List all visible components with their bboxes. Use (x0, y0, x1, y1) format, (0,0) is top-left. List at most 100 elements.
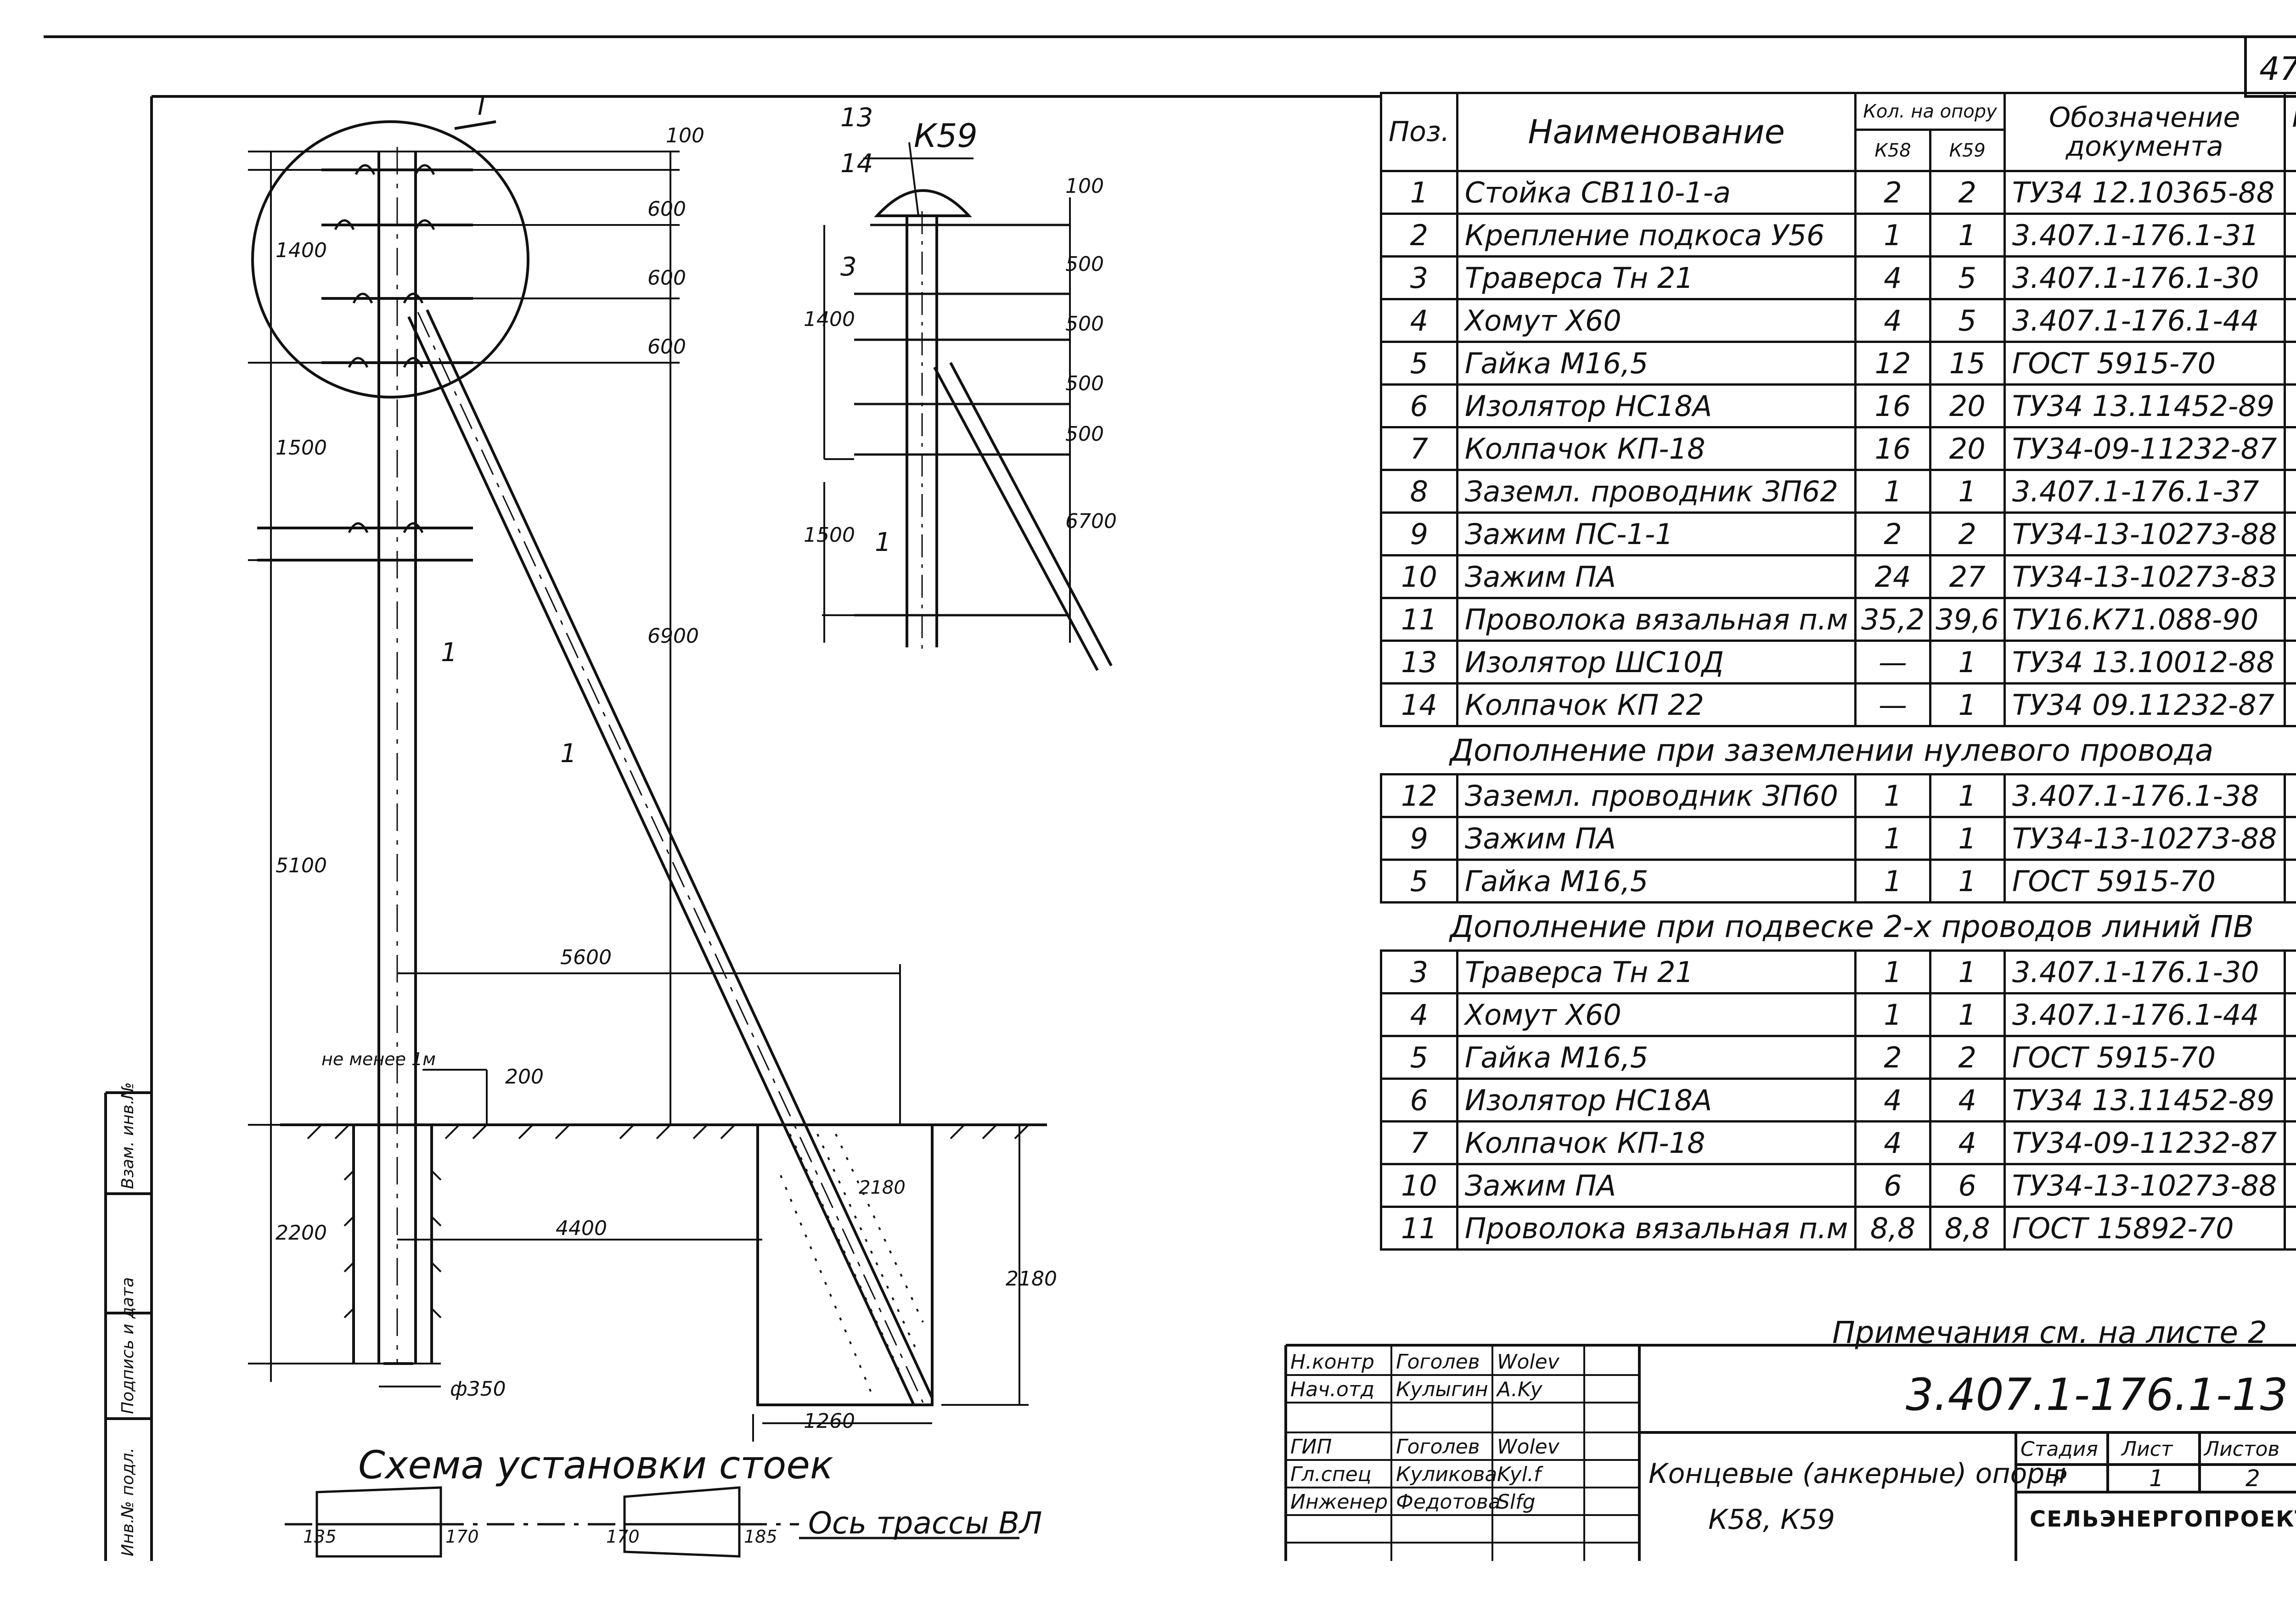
cell-pos: 10 (1380, 554, 1458, 599)
cell-k59: 4 (1929, 1120, 2006, 1165)
dim-top-lines (248, 151, 680, 1382)
dim-200 (422, 1069, 488, 1125)
cell-pos: 7 (1380, 426, 1458, 471)
cell-k58: 1 (1854, 859, 1931, 904)
cell-pos: 5 (1380, 859, 1458, 904)
scheme-dim-135: 135 (303, 1527, 337, 1547)
side-stamp-3: Взам. инв.№ (118, 1082, 137, 1189)
cell-k59: 5 (1929, 255, 2006, 300)
title-line1: Концевые (анкерные) опоры (1649, 1458, 2066, 1490)
cell-mass: 3,8 (2283, 255, 2296, 300)
cell-k58: 24 (1854, 554, 1931, 599)
scheme-right-pole (623, 1486, 741, 1558)
cell-k58: 12 (1854, 341, 1931, 386)
header-name: Наименование (1456, 92, 1857, 172)
cell-k59: 39,6 (1929, 597, 2006, 642)
cell-mass (2283, 554, 2296, 599)
cell-mass (2283, 640, 2296, 685)
dim-600-2: 600 (647, 266, 686, 290)
cell-mass (2283, 816, 2296, 861)
stamp-name: Куликова (1396, 1463, 1497, 1486)
cell-k59: 6 (1929, 1163, 2006, 1208)
cell-name: Траверса Тн 21 (1456, 255, 1857, 300)
pole-pit-hatch (343, 1170, 442, 1319)
cell-mass: 5,5 (2283, 213, 2296, 258)
cell-doc: ГОСТ 5915-70 (2003, 341, 2286, 386)
stamp-role: ГИП (1290, 1435, 1332, 1459)
cell-doc: ТУ34 12.10365-88 (2003, 170, 2286, 215)
cell-pos: 4 (1380, 992, 1458, 1037)
cell-k59: 4 (1929, 1078, 2006, 1123)
cell-name: Проволока вязальная п.м (1456, 1206, 1857, 1251)
cell-name: Колпачок КП 22 (1456, 682, 1857, 727)
stamp-sign: Wolev (1497, 1435, 1559, 1459)
stamp-sign: Slfg (1497, 1490, 1536, 1514)
cell-k58: 1 (1854, 773, 1931, 818)
stamp-sign: Kyl.f (1497, 1463, 1541, 1486)
cell-k59: 27 (1929, 554, 2006, 599)
cell-pos: 7 (1380, 1120, 1458, 1165)
cell-name: Колпачок КП-18 (1456, 1120, 1857, 1165)
cell-k59: 2 (1929, 170, 2006, 215)
cell-pos: 5 (1380, 341, 1458, 386)
cell-name: Заземл. проводник ЗП62 (1456, 469, 1857, 514)
cell-name: Траверса Тн 21 (1456, 949, 1857, 994)
cell-doc: ТУ34-13-10273-83 (2003, 554, 2286, 599)
callout-14: 14 (840, 149, 873, 179)
stamp-sign: A.Ky (1497, 1378, 1542, 1401)
stage-value: Р (2053, 1465, 2067, 1492)
k59-dim-500-4: 500 (1065, 422, 1104, 446)
sheet-frame (44, 35, 2296, 38)
cell-mass: 1,03 (2283, 992, 2296, 1037)
cell-k58: 1 (1854, 816, 1931, 861)
cell-k58: 16 (1854, 426, 1931, 471)
cell-mass: 1,03 (2283, 298, 2296, 343)
cell-mass: 0.17 (2283, 773, 2296, 818)
k59-dim-6700: 6700 (1065, 510, 1117, 533)
k59-dim-100: 100 (1065, 174, 1104, 198)
cell-k59: 2 (1929, 511, 2006, 556)
scheme-dim-170b: 170 (606, 1527, 640, 1547)
callout-1-k59: 1 (875, 528, 891, 557)
side-stamp-1: Инв.№ подл. (118, 1448, 137, 1556)
callout-3: 3 (840, 252, 857, 282)
dim-100-top: 100 (666, 124, 704, 147)
ground-note: не менее 1м (321, 1049, 436, 1069)
cell-name: Гайка М16,5 (1456, 1035, 1857, 1080)
dim-2180-pit: 2180 (859, 1177, 906, 1198)
cell-pos: 13 (1380, 640, 1458, 685)
cell-k58: 8,8 (1854, 1206, 1931, 1251)
title-line2: К58, К59 (1708, 1504, 1835, 1536)
cell-name: Крепление подкоса У56 (1456, 213, 1857, 258)
cell-doc: ТУ34 13.11452-89 (2003, 383, 2286, 428)
cell-mass: 1125 (2283, 170, 2296, 215)
sheets-label: Листов (2204, 1437, 2280, 1461)
cell-doc: ТУ16.К71.088-90 (2003, 597, 2286, 642)
header-doc: Обозначение документа (2003, 92, 2286, 172)
cell-name: Зажим ПА (1456, 1163, 1857, 1208)
scheme-dim-185: 185 (744, 1527, 777, 1547)
cell-k58: 6 (1854, 1163, 1931, 1208)
callout-1-pole: 1 (441, 638, 457, 668)
stamp-sign: Wolev (1497, 1350, 1559, 1374)
cell-pos: 9 (1380, 511, 1458, 556)
specification-table: Поз. Наименование Кол. на опору Обозначе… (1380, 92, 2296, 1251)
side-stamp-2: Подпись и дата (118, 1277, 137, 1414)
main-support-view (248, 120, 1047, 1442)
cell-pos: 4 (1380, 298, 1458, 343)
cell-mass: 3.8 (2283, 949, 2296, 994)
k59-dim-500-1: 500 (1065, 253, 1104, 276)
cell-doc: ТУ34-13-10273-88 (2003, 816, 2286, 861)
cell-mass: 0,01 (2283, 1120, 2296, 1165)
scheme-title: Схема установки стоек (358, 1443, 833, 1488)
cell-pos: 5 (1380, 1035, 1458, 1080)
cell-k58: 1 (1854, 992, 1931, 1037)
